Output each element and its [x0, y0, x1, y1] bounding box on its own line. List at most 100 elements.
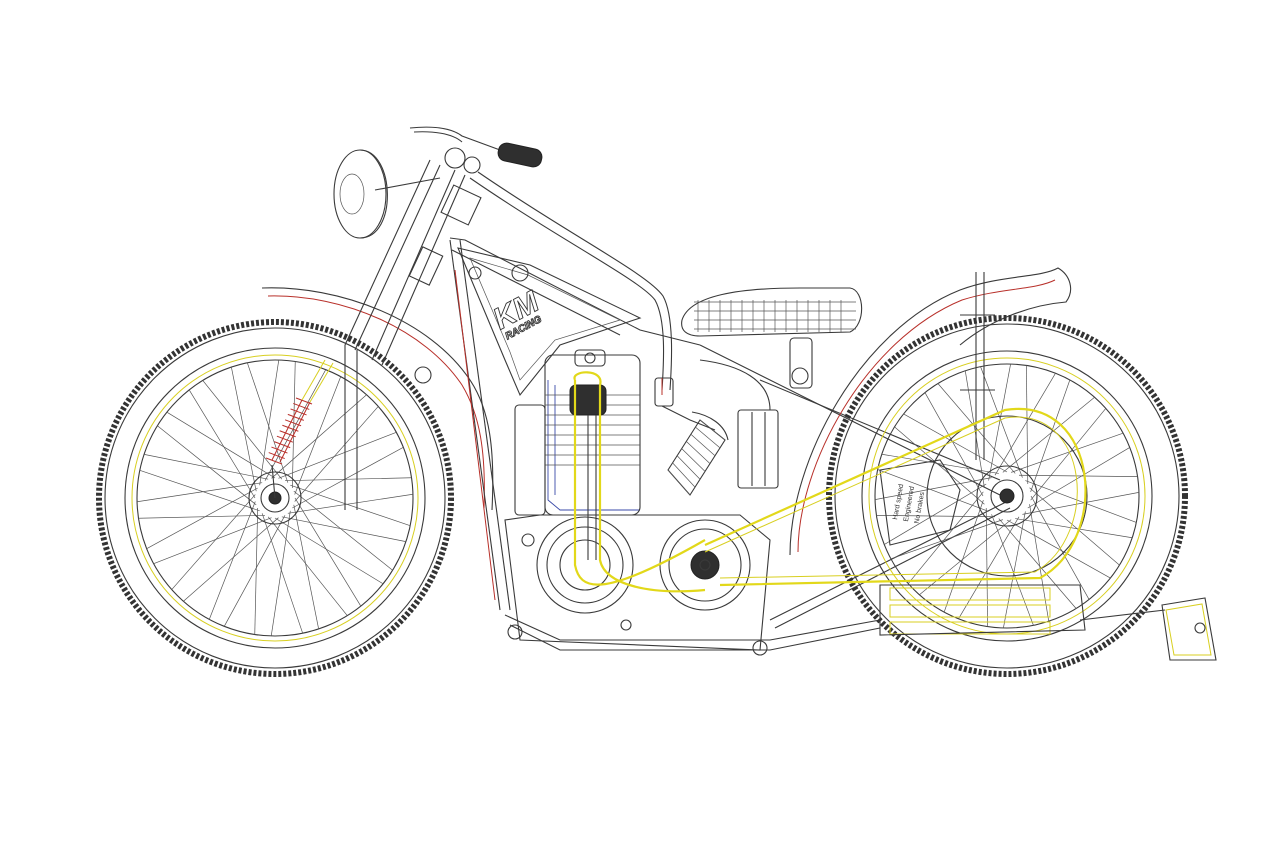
rear-spoke — [1029, 504, 1050, 622]
rear-spoke — [876, 515, 996, 518]
rear-spoke — [1030, 408, 1107, 501]
front-spoke — [166, 411, 276, 479]
front-rim-outer — [124, 347, 426, 649]
rear-spoke — [943, 500, 984, 613]
spring-coil — [268, 452, 285, 460]
front-spoke — [171, 494, 256, 590]
rear-spoke — [1018, 474, 1138, 477]
filter-pleat — [672, 462, 696, 488]
rear-footrest-bracket — [1079, 597, 1217, 661]
spring-coil — [287, 413, 304, 421]
rear-spokes — [874, 363, 1140, 629]
rear-spoke — [985, 507, 988, 627]
rear-spoke — [919, 519, 1012, 596]
spring-coil — [279, 430, 296, 438]
rear-drive-chain — [704, 407, 1087, 587]
rear-spoke — [958, 516, 1020, 619]
rear-rim-outer — [861, 350, 1153, 642]
rear-spoke — [903, 413, 1008, 473]
spring-coil — [274, 441, 291, 449]
flywheel-cover — [536, 516, 634, 614]
rear-spoke — [994, 373, 1056, 476]
rear-strut — [960, 272, 995, 460]
carburettor — [654, 377, 729, 496]
rear-spoke — [877, 469, 989, 512]
rear-spoke — [1030, 495, 1090, 600]
front-spoke — [202, 380, 283, 480]
filter-pleat — [681, 448, 706, 472]
primary-chain — [573, 371, 706, 593]
filter-pleat — [695, 426, 721, 449]
rear-spoke — [890, 519, 1003, 560]
rear-rim-inner — [874, 363, 1140, 629]
rear-spoke — [1022, 492, 1140, 515]
front-spoke — [146, 487, 258, 550]
front-spoke — [144, 454, 269, 480]
rear-fender-edge — [797, 279, 1056, 553]
front-spoke — [294, 376, 342, 495]
frame — [449, 171, 1011, 651]
front-shock-absorber — [265, 359, 334, 499]
spring-coil — [271, 446, 288, 454]
rear-spoke — [907, 491, 984, 584]
rear-spoke — [1027, 447, 1130, 509]
spring-coil — [284, 419, 302, 427]
fuel-tank: KM RACING — [457, 247, 642, 397]
front-spoke — [157, 425, 257, 506]
rear-spoke — [1006, 519, 1111, 579]
front-tyre-tread — [96, 319, 454, 677]
front-spoke — [259, 359, 280, 486]
headlight — [333, 149, 441, 239]
front-fork — [344, 159, 482, 510]
spring-coil — [276, 435, 294, 443]
rear-spoke — [1002, 396, 1095, 473]
rear-spoke — [924, 392, 984, 497]
rear-spoke — [998, 518, 1077, 609]
front-spoke — [136, 482, 263, 503]
front-tyre-inner — [104, 327, 446, 669]
spring-coil — [290, 408, 307, 416]
seat-quilting — [694, 300, 856, 332]
front-spoke — [138, 514, 266, 519]
oil-tank — [699, 359, 779, 489]
front-rim-line — [131, 354, 419, 642]
spring-coil — [265, 457, 283, 465]
air-filter — [667, 419, 726, 496]
front-hub — [248, 471, 302, 525]
filter-pleat — [667, 469, 691, 496]
rear-spoke — [1011, 432, 1124, 473]
rear-tyre-inner — [834, 323, 1180, 669]
front-spoke — [208, 501, 256, 620]
rear-spoke — [1029, 487, 1120, 566]
rear-spoke — [988, 363, 1011, 481]
front-hub-inner — [260, 483, 290, 513]
rear-spoke — [1015, 518, 1133, 539]
front-spoke — [153, 517, 272, 565]
rear-spoke — [991, 514, 1034, 626]
front-spoke — [264, 369, 327, 481]
seat — [681, 287, 863, 389]
rear-axle — [999, 488, 1015, 504]
front-wheel — [96, 319, 454, 677]
front-fender-edge — [267, 295, 485, 509]
rear-spoke — [1025, 480, 1137, 523]
rear-spoke — [1026, 365, 1029, 485]
front-spoke — [254, 507, 259, 635]
spring-coil — [282, 424, 299, 432]
front-spoke — [188, 389, 256, 499]
front-spoke — [139, 469, 260, 512]
rear-fender — [789, 267, 1072, 556]
rear-spoke — [874, 477, 992, 500]
handlebar — [409, 126, 543, 174]
fuel-cap — [511, 264, 529, 282]
front-shock-spring — [265, 397, 313, 465]
front-spoke — [292, 446, 404, 509]
rear-hub — [976, 465, 1038, 527]
front-spoke — [223, 515, 286, 627]
sprocket-cover: Hard speed Engineered No brakes — [879, 459, 961, 546]
front-spoke — [294, 406, 379, 502]
front-spoke — [183, 517, 279, 602]
front-spoke — [293, 504, 319, 629]
sprocket-cover-line-3: No brakes — [914, 491, 927, 524]
